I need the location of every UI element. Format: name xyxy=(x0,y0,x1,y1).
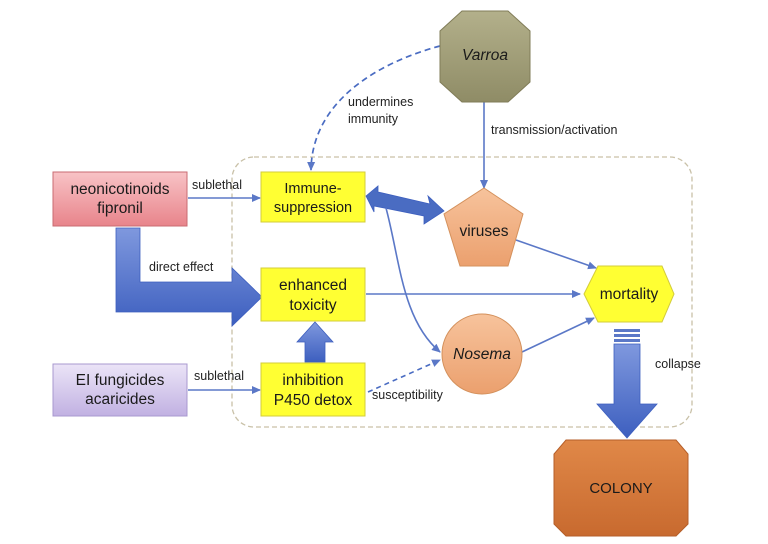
svg-text:inhibition: inhibition xyxy=(282,372,343,389)
neonicotinoids-node: neonicotinoids fipronil xyxy=(52,171,188,227)
svg-text:Immune-: Immune- xyxy=(284,181,341,197)
undermines-immunity-arrow xyxy=(307,45,441,171)
immune-viruses-double-arrow xyxy=(365,185,445,225)
collapse-arrow xyxy=(596,329,658,439)
label-sublethal-top: sublethal xyxy=(192,178,242,192)
svg-text:neonicotinoids: neonicotinoids xyxy=(70,181,169,198)
viruses-node: viruses xyxy=(443,187,524,267)
svg-text:Varroa: Varroa xyxy=(462,47,508,64)
nosema-node: Nosema xyxy=(441,313,523,395)
label-transmission: transmission/activation xyxy=(491,123,617,137)
svg-text:Nosema: Nosema xyxy=(453,346,511,363)
svg-text:fipronil: fipronil xyxy=(97,200,143,217)
label-susceptibility: susceptibility xyxy=(372,388,444,402)
svg-text:toxicity: toxicity xyxy=(289,297,337,314)
svg-text:enhanced: enhanced xyxy=(279,277,347,294)
svg-text:P450 detox: P450 detox xyxy=(274,392,353,409)
p450-to-toxicity-arrow xyxy=(296,321,334,363)
immune-nosema-curve-arrow xyxy=(385,207,441,353)
fungicides-node: EI fungicides acaricides xyxy=(52,363,188,417)
label-undermines: undermines xyxy=(348,95,413,109)
enhanced-toxicity-node: enhanced toxicity xyxy=(260,267,366,322)
label-collapse: collapse xyxy=(655,357,701,371)
viruses-to-mortality-arrow xyxy=(515,239,597,270)
svg-text:acaricides: acaricides xyxy=(85,391,155,408)
label-immunity: immunity xyxy=(348,112,399,126)
svg-text:viruses: viruses xyxy=(459,223,508,240)
svg-text:EI fungicides: EI fungicides xyxy=(76,372,165,389)
svg-text:COLONY: COLONY xyxy=(589,480,652,497)
nosema-to-mortality-arrow xyxy=(521,317,595,353)
svg-text:suppression: suppression xyxy=(274,200,352,216)
p450-inhibition-node: inhibition P450 detox xyxy=(260,362,366,417)
susceptibility-arrow xyxy=(367,359,441,393)
immune-suppression-node: Immune- suppression xyxy=(260,171,366,223)
varroa-node: Varroa xyxy=(439,10,531,103)
direct-effect-arrow xyxy=(115,227,263,327)
svg-text:mortality: mortality xyxy=(600,286,659,303)
label-direct-effect: direct effect xyxy=(149,260,214,274)
colony-node: COLONY xyxy=(553,439,689,537)
label-sublethal-bottom: sublethal xyxy=(194,369,244,383)
mortality-node: mortality xyxy=(583,265,675,323)
